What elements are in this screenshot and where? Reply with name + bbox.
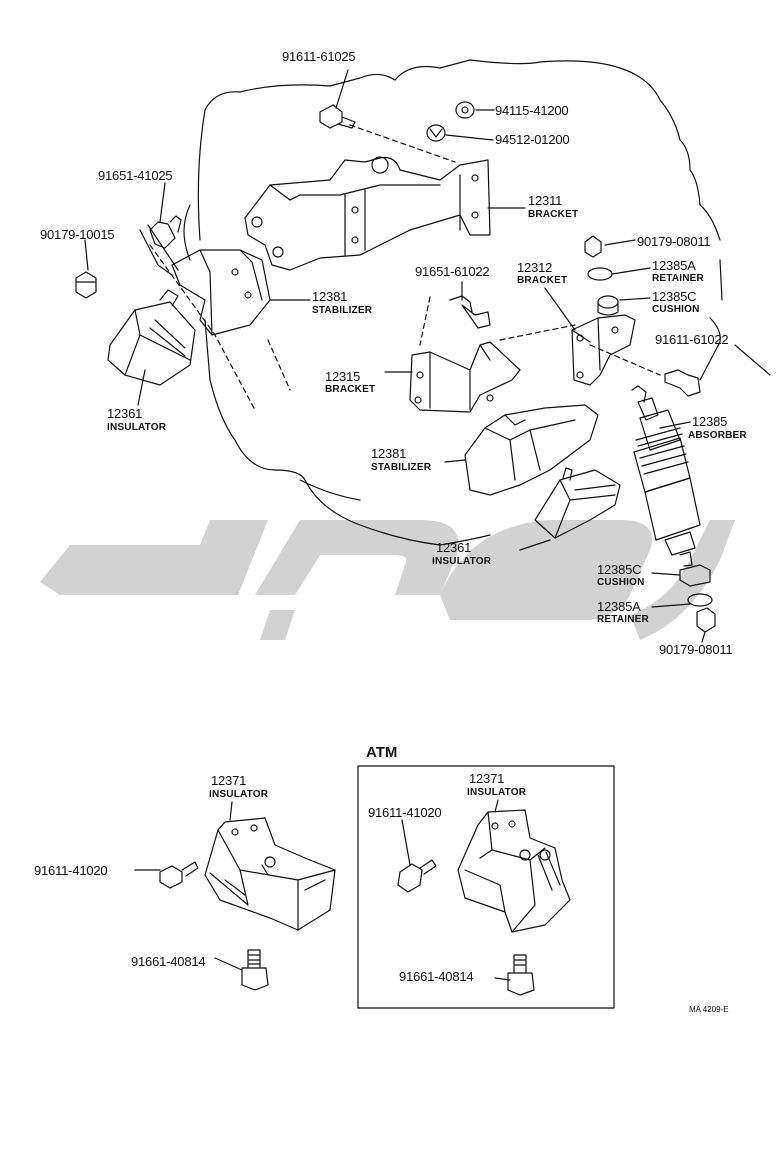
label-retainer-bottom: RETAINER [597,614,649,625]
label-91611-61022: 91611-61022 [655,332,729,347]
label-insulator-12371-left: INSULATOR [209,789,269,800]
label-12315: 12315 [325,369,361,384]
label-12385: 12385 [692,414,728,429]
label-insulator-right: INSULATOR [432,556,492,567]
label-91611-61025: 91611-61025 [282,49,356,64]
label-91611-41020-left: 91611-41020 [34,863,108,878]
engine-outline [197,59,771,546]
label-absorber: ABSORBER [688,430,747,441]
label-94115-41200: 94115-41200 [495,103,569,118]
label-12385c-bottom: 12385C [597,562,642,577]
label-12371-left: 12371 [211,773,247,788]
label-12381-right: 12381 [371,446,407,461]
label-stabilizer-right: STABILIZER [371,462,432,473]
label-bracket-12311: BRACKET [528,209,579,220]
reference-code: MA 4209-E [689,1005,729,1014]
label-91651-61022: 91651-61022 [415,264,490,279]
label-12361-left: 12361 [107,406,143,421]
label-12385a-bottom: 12385A [597,599,641,614]
label-12371-right: 12371 [469,771,505,786]
label-90179-08011-bottom: 90179-08011 [659,642,733,657]
label-12311: 12311 [528,193,563,208]
bracket-12311 [244,156,491,271]
label-bracket-12315: BRACKET [325,384,376,395]
watermark-logo [40,520,735,640]
atm-label: ATM [366,744,398,761]
label-90179-10015: 90179-10015 [40,227,115,242]
label-91661-40814-right: 91661-40814 [399,969,474,984]
label-91651-41025: 91651-41025 [98,168,173,183]
label-12385a-top: 12385A [652,258,696,273]
label-12312: 12312 [517,260,553,275]
label-90179-08011-top: 90179-08011 [637,234,711,249]
label-retainer-top: RETAINER [652,273,704,284]
label-insulator-12371-right: INSULATOR [467,787,527,798]
label-insulator-left: INSULATOR [107,422,167,433]
label-12361-right: 12361 [436,540,472,555]
label-bracket-12312: BRACKET [517,275,568,286]
label-94512-01200: 94512-01200 [495,132,570,147]
label-12381-left: 12381 [312,289,348,304]
label-91661-40814-left: 91661-40814 [131,954,206,969]
label-12385c-top: 12385C [652,289,697,304]
label-cushion-bottom: CUSHION [597,577,645,588]
label-stabilizer-left: STABILIZER [312,305,373,316]
label-91611-41020-right: 91611-41020 [368,805,442,820]
label-cushion-top: CUSHION [652,304,700,315]
